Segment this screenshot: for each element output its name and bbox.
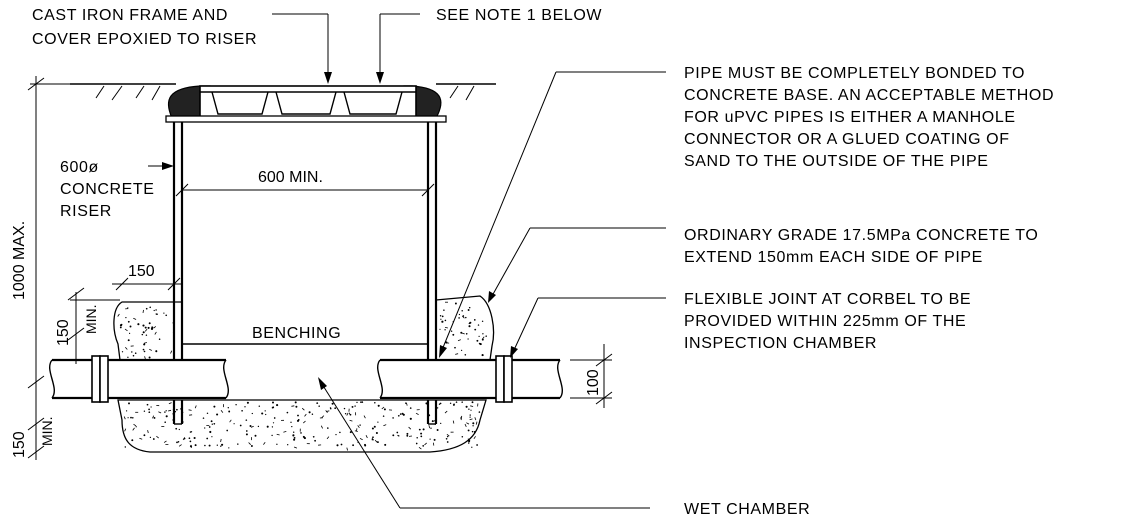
dimension-600: 600 MIN. — [175, 169, 435, 197]
riser-label-line3: RISER — [60, 203, 112, 220]
dim-bottom-min-label: MIN. — [39, 416, 55, 446]
concrete-riser — [172, 122, 438, 425]
cast-iron-frame-cover — [165, 85, 447, 123]
dimension-100: 100 — [570, 344, 613, 408]
dim-top-min-label: MIN. — [83, 304, 99, 334]
concrete-stipple — [117, 301, 487, 451]
dim-top-150-label: 150 — [55, 319, 72, 346]
concrete-note-line2: EXTEND 150mm EACH SIDE OF PIPE — [684, 249, 983, 266]
dimension-side-150: 150 — [112, 263, 182, 291]
dim-side-150-label: 150 — [128, 263, 155, 280]
frame-label-line1: CAST IRON FRAME AND — [32, 7, 228, 24]
annotation-labels: CAST IRON FRAME AND COVER EPOXIED TO RIS… — [32, 7, 1054, 518]
dim-1000-label: 1000 MAX. — [11, 221, 28, 300]
frame-label-line2: COVER EPOXIED TO RISER — [32, 31, 257, 48]
pipe — [49, 355, 563, 403]
pipe-note-line4: CONNECTOR OR A GLUED COATING OF — [684, 131, 1010, 148]
dim-600-label: 600 MIN. — [258, 169, 323, 186]
concrete-surround — [113, 295, 495, 453]
dimension-1000: 1000 MAX. 150 MIN. — [11, 76, 70, 460]
riser-label-line1: 600ø — [60, 159, 99, 176]
dim-bottom-150-label: 150 — [11, 431, 28, 458]
ground-line — [70, 83, 496, 101]
wet-chamber-label: WET CHAMBER — [684, 501, 810, 518]
pipe-note-line1: PIPE MUST BE COMPLETELY BONDED TO — [684, 65, 1025, 82]
see-note-label: SEE NOTE 1 BELOW — [436, 7, 602, 24]
joint-note-line2: PROVIDED WITHIN 225mm OF THE — [684, 313, 966, 330]
pipe-note-line3: FOR uPVC PIPES IS EITHER A MANHOLE — [684, 109, 1016, 126]
concrete-note-line1: ORDINARY GRADE 17.5MPa CONCRETE TO — [684, 227, 1038, 244]
dimension-top-150: 150 MIN. — [55, 287, 120, 364]
pipe-note-line5: SAND TO THE OUTSIDE OF THE PIPE — [684, 153, 989, 170]
riser-label-line2: CONCRETE — [60, 181, 155, 198]
pipe-note-line2: CONCRETE BASE. AN ACCEPTABLE METHOD — [684, 87, 1054, 104]
joint-note-line1: FLEXIBLE JOINT AT CORBEL TO BE — [684, 291, 971, 308]
dim-100-label: 100 — [585, 369, 602, 396]
joint-note-line3: INSPECTION CHAMBER — [684, 335, 877, 352]
benching-label: BENCHING — [252, 325, 341, 342]
leader-lines — [148, 13, 666, 509]
